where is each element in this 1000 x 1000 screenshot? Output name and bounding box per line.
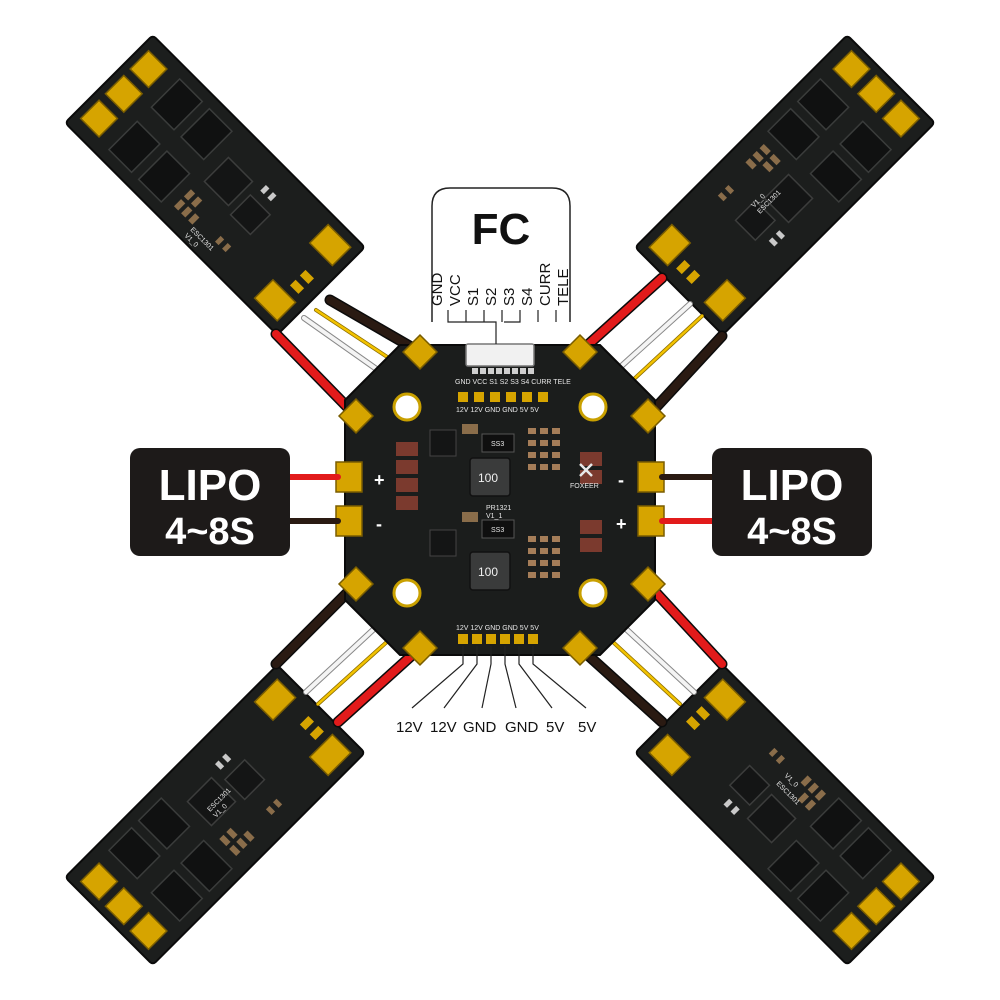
bottom-pin-1: 12V bbox=[430, 719, 457, 736]
pad-plus-left: + bbox=[374, 470, 385, 490]
pad-plus-right: + bbox=[616, 514, 627, 534]
pdb-top-pad-row bbox=[458, 392, 548, 402]
foxeer-logo-icon bbox=[579, 463, 593, 477]
bottom-pin-5: 5V bbox=[578, 719, 596, 736]
pdb-version: V1_1 bbox=[486, 513, 502, 520]
bottom-pin-0: 12V bbox=[396, 719, 423, 736]
lipo-right-line2: 4~8S bbox=[747, 511, 837, 553]
pdb-components bbox=[396, 424, 602, 591]
mount-hole-bl bbox=[392, 578, 422, 608]
mount-hole-br bbox=[578, 578, 608, 608]
pdb-top-silk: GND VCC S1 S2 S3 S4 CURR TELE bbox=[455, 379, 571, 386]
esc-board-bottom-right bbox=[634, 664, 936, 966]
pad-minus-left: - bbox=[376, 514, 382, 534]
bottom-pin-labels: 12V 12V GND GND 5V 5V bbox=[396, 719, 596, 736]
fc-pin-labels: GND VCC S1 S2 S3 S4 CURR TELE bbox=[429, 263, 572, 306]
esc-board-top-right bbox=[634, 34, 936, 336]
fc-pin-3: S2 bbox=[483, 288, 500, 306]
fc-pin-1: VCC bbox=[447, 274, 464, 306]
fc-pin-0: GND bbox=[429, 273, 446, 307]
pdb-board bbox=[344, 344, 656, 656]
lipo-left-line1: LIPO bbox=[159, 461, 262, 510]
pdb-brand: FOXEER bbox=[570, 483, 599, 490]
fc-callout-leads bbox=[447, 310, 557, 344]
mount-hole-tl bbox=[392, 392, 422, 422]
fc-pin-2: S1 bbox=[465, 288, 482, 306]
bottom-callout-leads bbox=[411, 646, 587, 709]
lipo-label-left: LIPO 4~8S bbox=[130, 448, 290, 556]
pdb-model: PR1321 bbox=[486, 505, 511, 512]
fc-pin-6: CURR bbox=[537, 263, 554, 306]
inductor2-label: 100 bbox=[478, 565, 498, 579]
corner-pads bbox=[337, 333, 667, 667]
lipo-right-line1: LIPO bbox=[741, 461, 844, 510]
fc-pin-7: TELE bbox=[555, 268, 572, 306]
chip2-label: SS3 bbox=[491, 527, 504, 534]
fc-callout-box bbox=[431, 187, 571, 322]
fc-pin-4: S3 bbox=[501, 288, 518, 306]
fc-pin-5: S4 bbox=[519, 288, 536, 306]
fc-connector-pins bbox=[472, 368, 534, 374]
battery-leads bbox=[287, 474, 715, 524]
bottom-pin-4: 5V bbox=[546, 719, 564, 736]
fc-title: FC bbox=[472, 205, 531, 254]
inductor1-label: 100 bbox=[478, 471, 498, 485]
fc-connector bbox=[465, 343, 535, 367]
lipo-label-right: LIPO 4~8S bbox=[712, 448, 872, 556]
pdb-bottom-pad-row bbox=[458, 634, 538, 644]
pdb-row-top-label: 12V 12V GND GND 5V 5V bbox=[456, 407, 539, 414]
battery-pads bbox=[335, 461, 665, 537]
mount-hole-tr bbox=[578, 392, 608, 422]
esc-board-top-left bbox=[64, 34, 366, 336]
bottom-pin-3: GND bbox=[505, 719, 539, 736]
bottom-pin-2: GND bbox=[463, 719, 497, 736]
chip1-label: SS3 bbox=[491, 441, 504, 448]
pad-minus-right: - bbox=[618, 470, 624, 490]
lipo-left-line2: 4~8S bbox=[165, 511, 255, 553]
wires-bottom-left bbox=[270, 578, 426, 728]
pdb-row-bottom-label: 12V 12V GND GND 5V 5V bbox=[456, 625, 539, 632]
